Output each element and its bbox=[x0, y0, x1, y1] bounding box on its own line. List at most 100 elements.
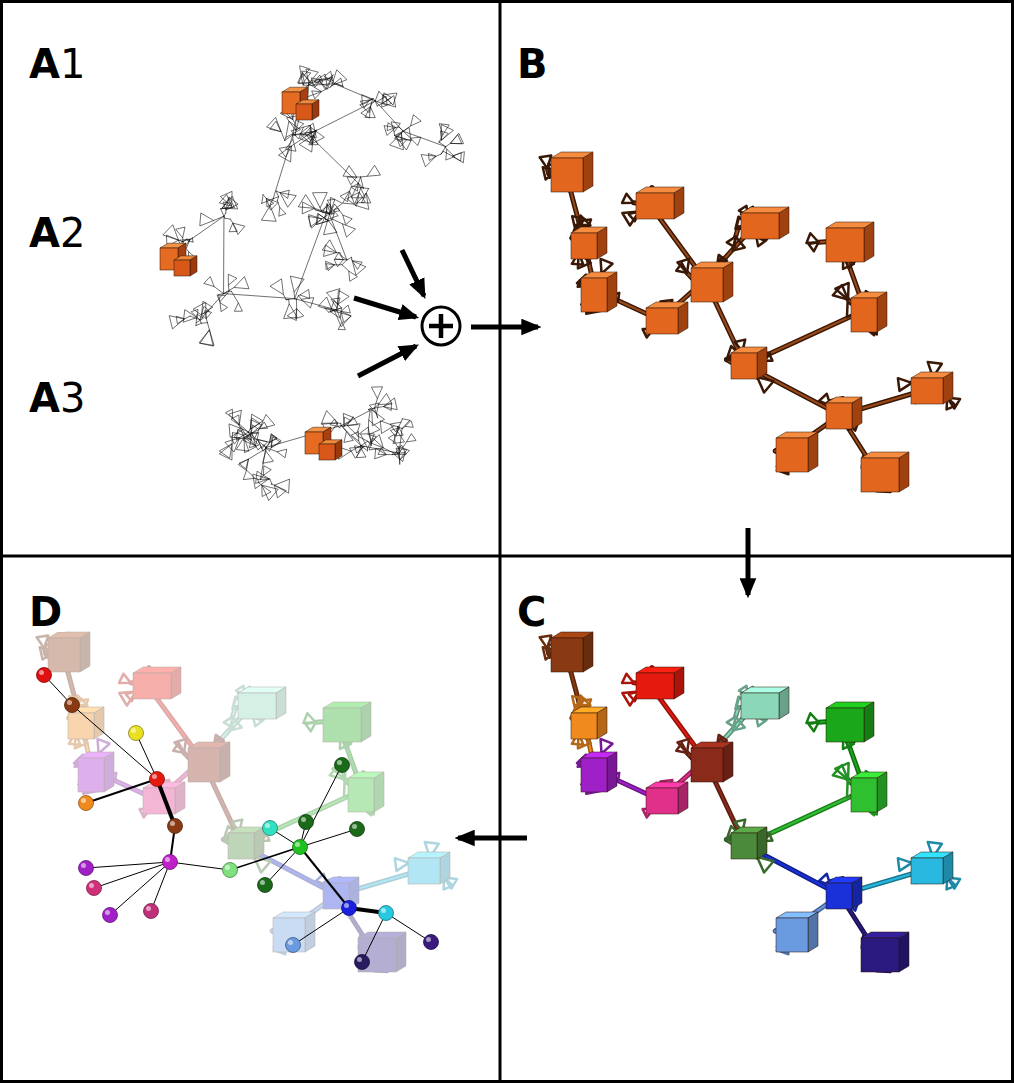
graph-ball bbox=[150, 772, 165, 787]
ball-body bbox=[144, 904, 159, 919]
leaf-triangle bbox=[411, 115, 422, 126]
leaf-triangle bbox=[318, 297, 332, 310]
merged-tree-d bbox=[37, 632, 457, 972]
leaf-triangle bbox=[601, 259, 613, 274]
block-side bbox=[852, 397, 862, 429]
panel-label: A3 bbox=[26, 378, 88, 418]
tree-edge bbox=[445, 147, 447, 149]
tree-edge bbox=[269, 448, 271, 451]
block-front bbox=[78, 758, 104, 792]
block-side bbox=[674, 667, 684, 699]
leaf-triangle bbox=[222, 198, 235, 208]
block-front bbox=[348, 778, 374, 812]
block-side bbox=[779, 207, 789, 239]
block-front bbox=[319, 444, 335, 460]
ball-body bbox=[342, 901, 357, 916]
block-side bbox=[864, 222, 874, 262]
leaf-triangle bbox=[368, 420, 380, 435]
flow-arrow bbox=[358, 346, 416, 376]
leaf-triangle bbox=[284, 304, 298, 319]
panel-label: A2 bbox=[26, 213, 88, 253]
tree-edge bbox=[207, 323, 209, 330]
ball-highlight bbox=[288, 940, 293, 945]
leaf-triangle bbox=[236, 429, 248, 440]
block-side bbox=[779, 687, 789, 719]
tree-edge bbox=[270, 479, 272, 484]
ball-highlight bbox=[357, 957, 362, 962]
merge-circle bbox=[422, 307, 460, 345]
leaf-triangle bbox=[311, 78, 320, 86]
tree-edge bbox=[363, 446, 365, 448]
ball-body bbox=[350, 822, 365, 837]
ball-body bbox=[299, 815, 314, 830]
leaf-triangle bbox=[176, 227, 185, 238]
leaf-triangle bbox=[344, 432, 353, 443]
graph-stick bbox=[72, 705, 157, 779]
graph-stick bbox=[300, 847, 349, 908]
leaf-triangle bbox=[238, 459, 248, 470]
tree-edge bbox=[386, 454, 392, 455]
tree-edge bbox=[254, 433, 257, 439]
block-front bbox=[826, 228, 864, 262]
block-front bbox=[646, 308, 678, 334]
leaf-triangle bbox=[219, 444, 232, 460]
leaf-triangle bbox=[350, 447, 364, 458]
leaf-triangle bbox=[355, 192, 365, 203]
block-front bbox=[776, 438, 808, 472]
tree-edge bbox=[315, 208, 322, 210]
tree-edge bbox=[271, 484, 274, 486]
block-front bbox=[691, 268, 723, 302]
tree-edge bbox=[328, 219, 332, 221]
merge-symbol bbox=[422, 307, 460, 345]
block-front bbox=[731, 833, 757, 859]
leaf-triangle bbox=[898, 858, 912, 871]
tree-edge bbox=[367, 448, 368, 450]
block-side bbox=[607, 272, 617, 312]
leaf-triangle bbox=[258, 439, 268, 448]
leaf-triangle bbox=[806, 233, 818, 243]
block-side bbox=[808, 912, 818, 952]
leaf-triangle bbox=[316, 213, 329, 224]
panel-divider bbox=[0, 555, 1014, 558]
leaf-triangle bbox=[223, 202, 230, 210]
tree-edge bbox=[292, 135, 293, 140]
leaf-triangle bbox=[280, 190, 289, 198]
leaf-triangle bbox=[352, 183, 359, 191]
tree-edge bbox=[276, 191, 280, 193]
tree-edge bbox=[333, 214, 334, 220]
leaf-triangle bbox=[286, 121, 301, 137]
ball-highlight bbox=[295, 842, 300, 847]
tree-edge bbox=[192, 238, 193, 242]
ball-body bbox=[258, 878, 273, 893]
leaf-triangle bbox=[375, 448, 387, 459]
ball-highlight bbox=[67, 700, 72, 705]
leaf-triangle bbox=[222, 196, 238, 209]
block-front bbox=[571, 713, 597, 739]
leaf-triangles bbox=[540, 156, 960, 492]
block-side bbox=[852, 877, 862, 909]
tree-edge bbox=[301, 78, 303, 85]
graph-ball bbox=[87, 881, 102, 896]
tree-edge bbox=[333, 219, 343, 224]
leaf-triangle bbox=[234, 303, 242, 311]
tree-edge bbox=[277, 200, 279, 207]
leaf-triangle bbox=[119, 674, 131, 683]
graph-stick bbox=[170, 862, 230, 870]
leaf-triangle bbox=[309, 215, 322, 227]
tree-edge bbox=[219, 294, 224, 295]
tree-edge bbox=[225, 210, 226, 213]
wireframe-tree bbox=[219, 387, 416, 501]
block-side bbox=[674, 187, 684, 219]
tree-edge bbox=[361, 176, 368, 178]
leaf-triangle bbox=[322, 205, 330, 214]
block-side bbox=[220, 742, 230, 782]
ball-highlight bbox=[131, 728, 136, 733]
leaf-triangle bbox=[263, 451, 274, 463]
tree-edge bbox=[231, 291, 238, 303]
tree-edge bbox=[395, 135, 397, 137]
block-side bbox=[864, 702, 874, 742]
leaf-triangle bbox=[302, 202, 314, 214]
block-side bbox=[678, 782, 688, 814]
graph-ball bbox=[65, 698, 80, 713]
